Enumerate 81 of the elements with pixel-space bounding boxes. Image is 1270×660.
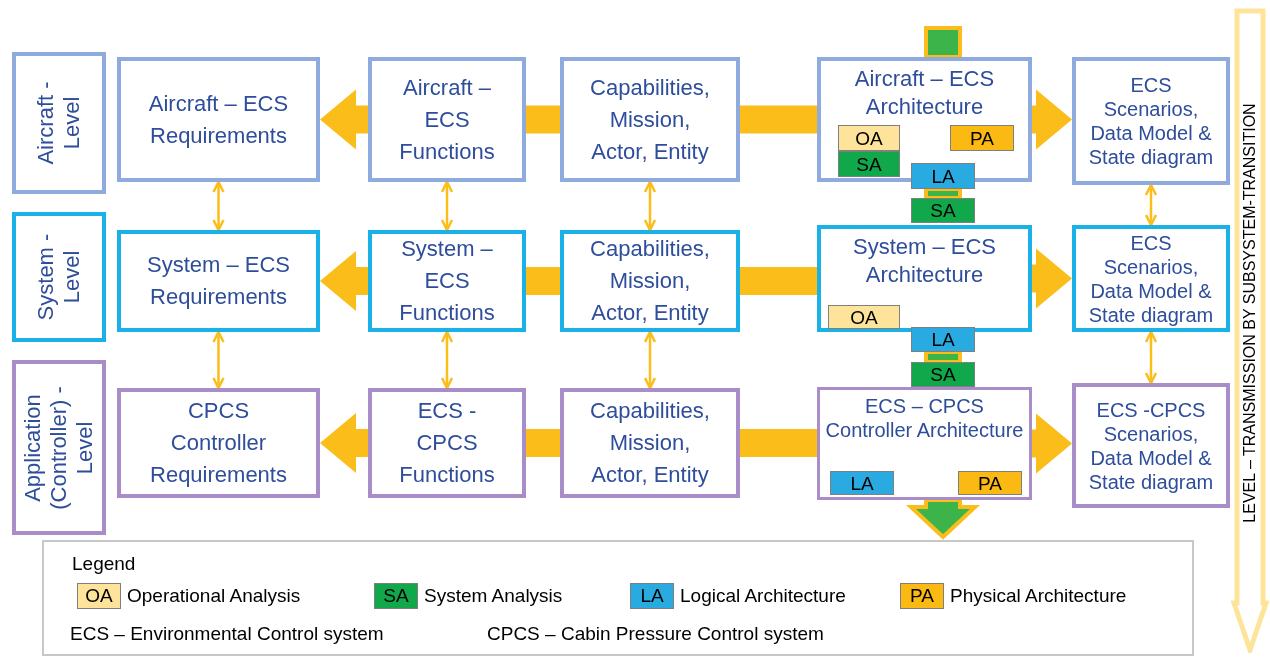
box-label: Aircraft – ECS Requirements — [147, 89, 290, 150]
phase-tag: LA — [911, 327, 975, 352]
block-arrow — [320, 413, 368, 473]
double-arrow — [643, 330, 657, 390]
connector-bar — [526, 267, 560, 295]
box-label: Capabilities, Mission, Actor, Entity — [589, 235, 711, 327]
process-box — [560, 57, 740, 182]
block-arrow — [320, 251, 368, 311]
process-box — [368, 388, 526, 498]
legend-text: Operational Analysis — [127, 584, 301, 608]
process-box — [117, 388, 320, 498]
transition-label: LEVEL – TRANSMISSION BY SUBSYSTEM-TRANSITION — [1240, 102, 1259, 523]
double-arrow — [440, 330, 454, 390]
note-text: ECS – Environmental Control system — [70, 622, 384, 646]
connector-bar — [740, 429, 817, 457]
output-box — [1072, 383, 1230, 508]
block-arrow — [1032, 89, 1072, 150]
level-label: System - Level — [33, 232, 85, 323]
legend-text: System Analysis — [424, 584, 563, 608]
block-arrow — [320, 89, 368, 150]
legend-text: Logical Architecture — [680, 584, 846, 608]
legend-title: Legend — [72, 552, 136, 576]
output-box — [1072, 225, 1230, 332]
box-label: ECS Scenarios, Data Model & State diagram — [1087, 73, 1215, 169]
phase-tag: PA — [950, 125, 1014, 151]
level-label-box — [12, 360, 106, 535]
process-box — [368, 230, 526, 332]
phase-tag: PA — [958, 471, 1022, 495]
process-box — [117, 230, 320, 332]
legend-swatch: LA — [630, 583, 674, 610]
architecture-box — [817, 387, 1032, 500]
connector-bar — [526, 105, 560, 134]
phase-tag: OA — [838, 125, 900, 151]
box-label: ECS – CPCS Controller Architecture — [824, 394, 1025, 442]
process-box — [117, 57, 320, 182]
process-box — [368, 57, 526, 182]
box-label: System – ECS Functions — [398, 235, 496, 327]
legend-text: Physical Architecture — [950, 584, 1127, 608]
process-box — [560, 388, 740, 498]
connector-bar — [924, 26, 962, 59]
transition-arrow — [1231, 8, 1269, 653]
double-arrow — [212, 180, 225, 232]
phase-tag: LA — [911, 163, 975, 189]
box-label: ECS - CPCS Functions — [398, 397, 496, 489]
block-arrow — [1032, 413, 1072, 474]
block-arrow — [905, 498, 981, 540]
legend-swatch: OA — [77, 583, 121, 610]
connector-bar — [526, 429, 560, 457]
process-box — [560, 230, 740, 332]
phase-tag: LA — [830, 471, 894, 495]
note-text: CPCS – Cabin Pressure Control system — [487, 622, 824, 646]
architecture-box — [817, 225, 1032, 332]
connector-bar — [740, 267, 817, 295]
double-arrow — [643, 180, 657, 232]
architecture-box — [817, 57, 1032, 182]
box-label: Aircraft – ECS Functions — [398, 73, 496, 166]
box-label: System – ECS Requirements — [145, 251, 291, 311]
block-arrow — [1032, 248, 1072, 309]
level-label-box — [12, 52, 106, 194]
phase-tag: SA — [911, 362, 975, 387]
box-label: Capabilities, Mission, Actor, Entity — [589, 73, 711, 166]
box-label: Capabilities, Mission, Actor, Entity — [589, 397, 711, 489]
connector-bar — [740, 105, 817, 134]
level-label-box — [12, 212, 106, 342]
box-label: ECS -CPCS Scenarios, Data Model & State diagram — [1087, 397, 1215, 494]
output-box — [1072, 57, 1230, 185]
level-label: Application (Controller) - Level — [20, 384, 98, 512]
level-label: Aircraft - Level — [33, 80, 85, 167]
double-arrow — [440, 180, 454, 232]
phase-tag: SA — [838, 151, 900, 177]
double-arrow — [212, 330, 225, 390]
phase-tag: OA — [828, 305, 900, 329]
legend-swatch: SA — [374, 583, 418, 610]
box-label: System – ECS Architecture — [851, 233, 997, 289]
phase-tag: SA — [911, 198, 975, 223]
box-label: CPCS Controller Requirements — [149, 397, 288, 489]
box-label: Aircraft – ECS Architecture — [853, 65, 996, 121]
double-arrow — [1144, 183, 1158, 227]
box-label: ECS Scenarios, Data Model & State diagram — [1087, 230, 1215, 327]
double-arrow — [1144, 330, 1158, 385]
legend-swatch: PA — [900, 583, 944, 610]
